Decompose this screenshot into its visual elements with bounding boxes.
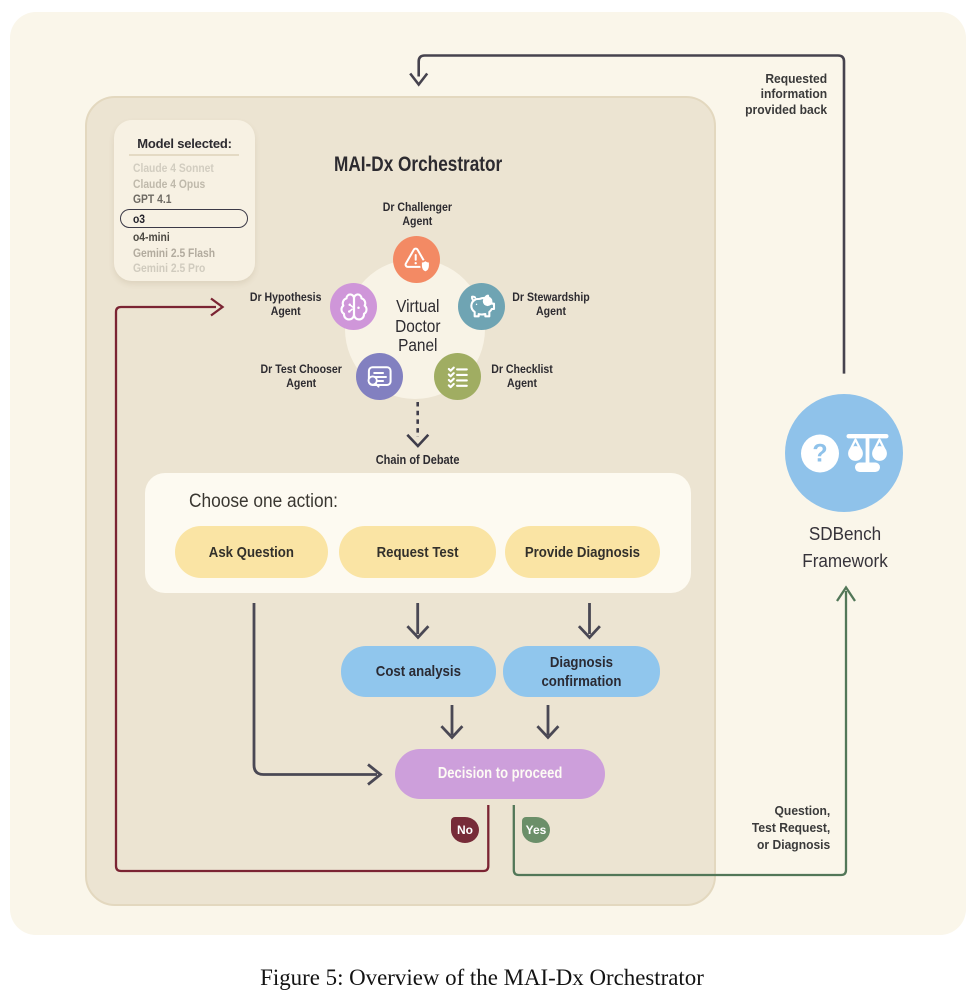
svg-text:?: ? — [812, 440, 827, 468]
